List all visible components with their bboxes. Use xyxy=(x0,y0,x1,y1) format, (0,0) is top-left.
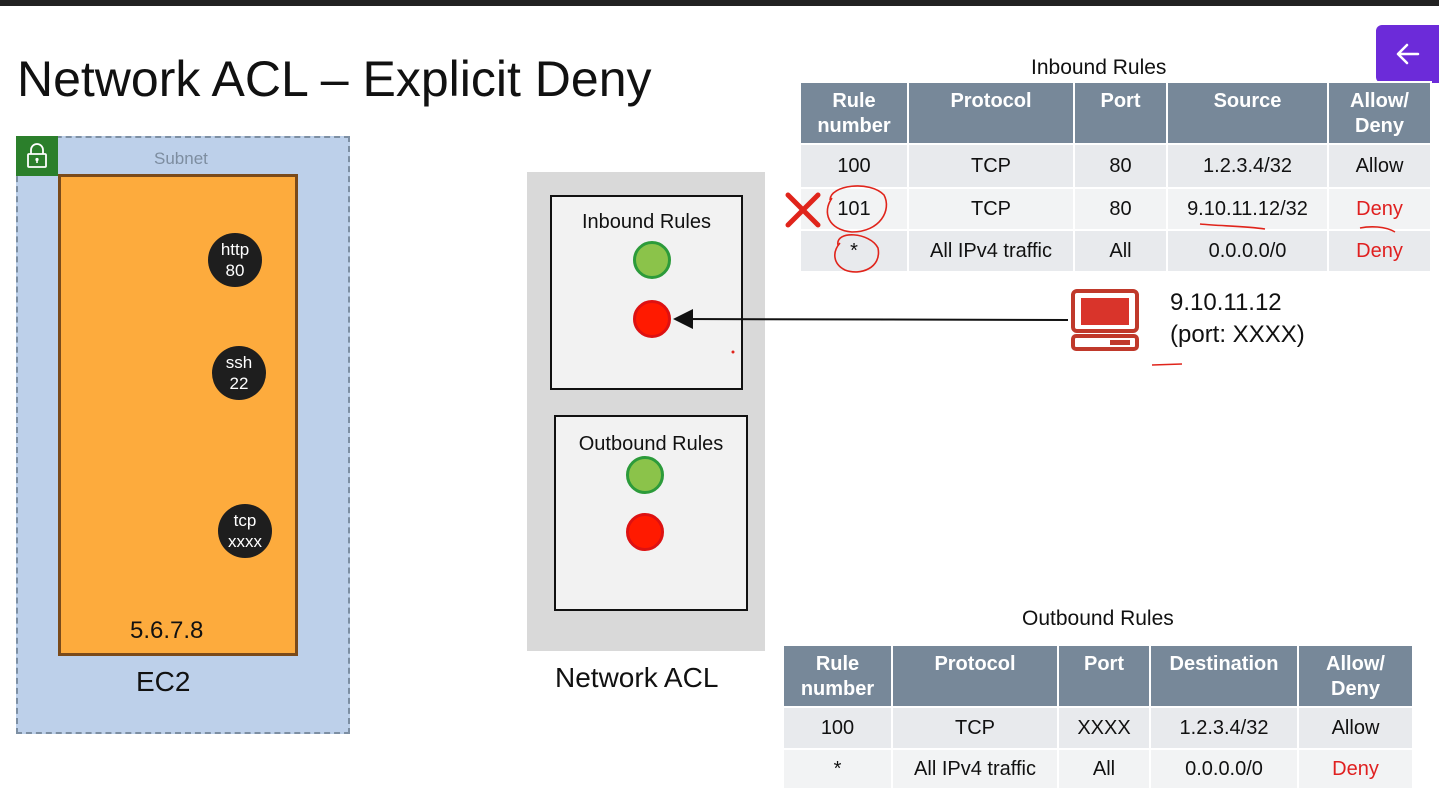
lock-icon xyxy=(16,136,58,176)
outbound-header-destination: Destination xyxy=(1149,644,1299,708)
top-bar xyxy=(0,0,1439,6)
outbound-rules-table: Rule number Protocol Port Destination Al… xyxy=(782,644,1414,790)
table-row: * All IPv4 traffic All 0.0.0.0/0 Deny xyxy=(782,748,1414,790)
client-ip: 9.10.11.12 xyxy=(1170,289,1282,316)
table-row: * All IPv4 traffic All 0.0.0.0/0 Deny xyxy=(799,229,1432,273)
inbound-deny-icon xyxy=(633,300,671,338)
ec2-label: EC2 xyxy=(136,666,191,697)
table-row: 100 TCP XXXX 1.2.3.4/32 Allow xyxy=(782,706,1414,750)
inbound-header-allow-deny: Allow/ Deny xyxy=(1327,81,1432,145)
inbound-header-protocol: Protocol xyxy=(907,81,1075,145)
outbound-header-protocol: Protocol xyxy=(891,644,1059,708)
acl-outbound-title: Outbound Rules xyxy=(578,433,724,455)
inbound-header-source: Source xyxy=(1166,81,1329,145)
table-row: 100 TCP 80 1.2.3.4/32 Allow xyxy=(799,143,1432,189)
inbound-header-port: Port xyxy=(1073,81,1168,145)
inbound-header-rule-number: Rule number xyxy=(799,81,909,145)
outbound-table-caption: Outbound Rules xyxy=(1022,607,1174,630)
port-tcp-xxxx: tcp xxxx xyxy=(218,504,272,558)
outbound-header-port: Port xyxy=(1057,644,1151,708)
ec2-instance xyxy=(58,174,298,656)
outbound-header-allow-deny: Allow/ Deny xyxy=(1297,644,1414,708)
back-button[interactable] xyxy=(1376,25,1439,83)
network-acl-label: Network ACL xyxy=(555,662,719,693)
outbound-deny-icon xyxy=(626,513,664,551)
table-row: 101 TCP 80 9.10.11.12/32 Deny xyxy=(799,187,1432,231)
client-label: 9.10.11.12 (port: XXXX) xyxy=(1170,287,1305,351)
underline-port-annotation xyxy=(1151,363,1183,366)
outbound-allow-icon xyxy=(626,456,664,494)
outbound-header-rule-number: Rule number xyxy=(782,644,893,708)
inbound-allow-icon xyxy=(633,241,671,279)
page-title: Network ACL – Explicit Deny xyxy=(17,51,652,107)
inbound-rules-table: Rule number Protocol Port Source Allow/ … xyxy=(799,81,1432,273)
port-http-80: http 80 xyxy=(208,233,262,287)
acl-inbound-title: Inbound Rules xyxy=(582,211,711,233)
arrow-left-icon xyxy=(1396,43,1419,65)
computer-icon xyxy=(1071,289,1139,351)
subnet-label: Subnet xyxy=(154,149,208,168)
inbound-table-caption: Inbound Rules xyxy=(1031,56,1167,79)
client-port: (port: XXXX) xyxy=(1170,321,1305,348)
ec2-ip: 5.6.7.8 xyxy=(130,617,204,644)
acl-inbound-box: Inbound Rules xyxy=(550,195,743,390)
port-ssh-22: ssh 22 xyxy=(212,346,266,400)
